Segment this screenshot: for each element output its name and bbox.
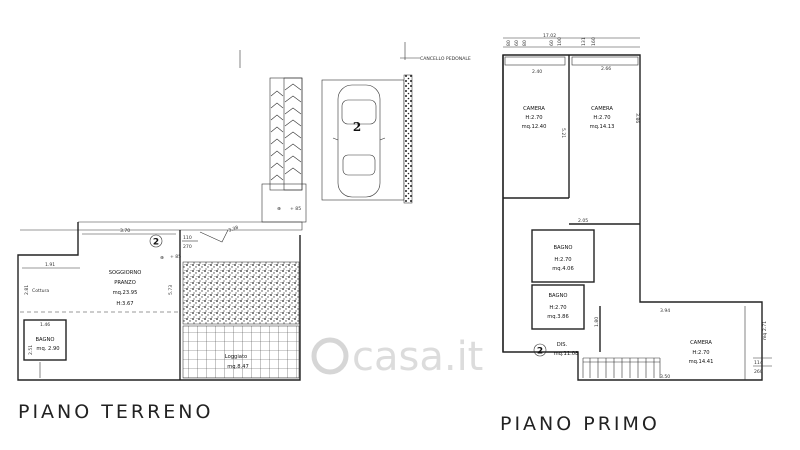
bagno1-name: BAGNO [554,245,573,251]
watermark-text: casa.it [352,334,483,380]
dim-80a: 80 [506,40,512,46]
dim-diag: 3.38 [228,225,240,234]
dim-80b: 80 [522,40,528,46]
first-floor-title: PIANO PRIMO [500,413,660,435]
dim-394: 3.94 [660,308,670,314]
driveway-lane [269,77,303,191]
dim-521: 5.21 [560,128,566,138]
loggiato-area: mq.8.47 [227,364,249,370]
camera1-name: CAMERA [523,106,545,112]
camera3-name: CAMERA [690,340,712,346]
level-marker-icon: ⊕ [160,256,164,261]
dim-60b: 60 [549,40,555,46]
dim-131: 131 [581,37,587,46]
dim-191: 1.91 [45,262,55,268]
bagno2-name: BAGNO [549,293,568,299]
dim-110: 110 [183,235,192,241]
dim-180: 1.80 [594,317,600,327]
dim-total: 17.02 [543,33,556,39]
dim-114: 114 [754,360,763,366]
ground-bagno-area: mq. 2.90 [36,346,59,352]
parking-number: 2 [353,120,361,134]
bagno2-height: H:2.70 [549,305,566,311]
dim-573: 5.73 [168,285,174,295]
loggiato-garden [182,261,300,325]
ground-unit-marker: 2 [153,238,159,248]
dim-100: 100 [557,37,563,46]
ground-bagno-name: BAGNO [36,337,55,343]
dim-240: 2.40 [532,69,542,75]
soggiorno-height: H:3.67 [116,301,133,307]
dim-370: 3.70 [120,228,130,234]
level-court: + 85 [290,206,301,212]
unit-marker-circle [149,234,163,248]
camera2-area: mq.14.13 [590,124,615,130]
dim-271: mq 2.71 [762,321,768,340]
dim-266: 2.66 [601,66,611,72]
dim-260: 260 [754,369,763,375]
watermark: casa.it [311,334,483,380]
bagno1-area: mq.4.06 [552,266,574,272]
gate-label: CANCELLO PEDONALE [420,56,471,62]
loggiato-floor [182,325,300,379]
parking-space: 2 CANCELLO PEDONALE [239,42,471,204]
dim-281: 2.81 [24,285,30,295]
camera1-area: mq.12.40 [522,124,547,130]
dis-area: mq.11.08 [554,351,579,357]
soggiorno-area: mq.23.95 [113,290,138,296]
first-floor-plan: 17.02 80 60 80 60 100 131 160 2.40 2.66 … [502,33,772,381]
loggiato-name: Loggiato [225,354,247,360]
dim-60a: 60 [514,40,520,46]
bagno2-outline [531,284,585,330]
dim-251: 2.51 [28,345,34,355]
ground-floor-title: PIANO TERRENO [18,401,213,423]
bagno1-outline [531,229,595,283]
bagno1-height: H:2.70 [554,257,571,263]
cottura-label: Cottura [32,288,49,294]
first-unit-marker: 2 [537,347,543,357]
dim-386: 3.86 [634,113,640,123]
bagno2-area: mq.3.86 [547,314,569,320]
car-icon [332,84,386,198]
level-living: + 85 [170,254,181,260]
camera3-area: mq.14.41 [689,359,714,365]
camera1-height: H:2.70 [525,115,542,121]
dim-205: 2.05 [578,218,588,224]
unit-marker-circle [533,343,547,357]
dim-160: 160 [591,37,597,46]
watermark-logo-icon [311,337,349,375]
dis-name: DIS. [557,342,568,348]
camera2-height: H:2.70 [593,115,610,121]
dim-146: 1.46 [40,322,50,328]
ground-bathroom-outline [23,319,67,361]
ground-floor-plan: 2 CANCELLO PEDONALE ⊕ + 85 3.70 1.91 1.4… [17,42,471,381]
soggiorno-name2: PRANZO [114,280,136,286]
level-marker-icon: ⊕ [277,207,281,212]
camera3-height: H:2.70 [692,350,709,356]
soggiorno-name: SOGGIORNO [109,270,142,276]
dim-270: 270 [183,244,192,250]
camera2-name: CAMERA [591,106,613,112]
dim-350: 3.50 [660,374,670,380]
